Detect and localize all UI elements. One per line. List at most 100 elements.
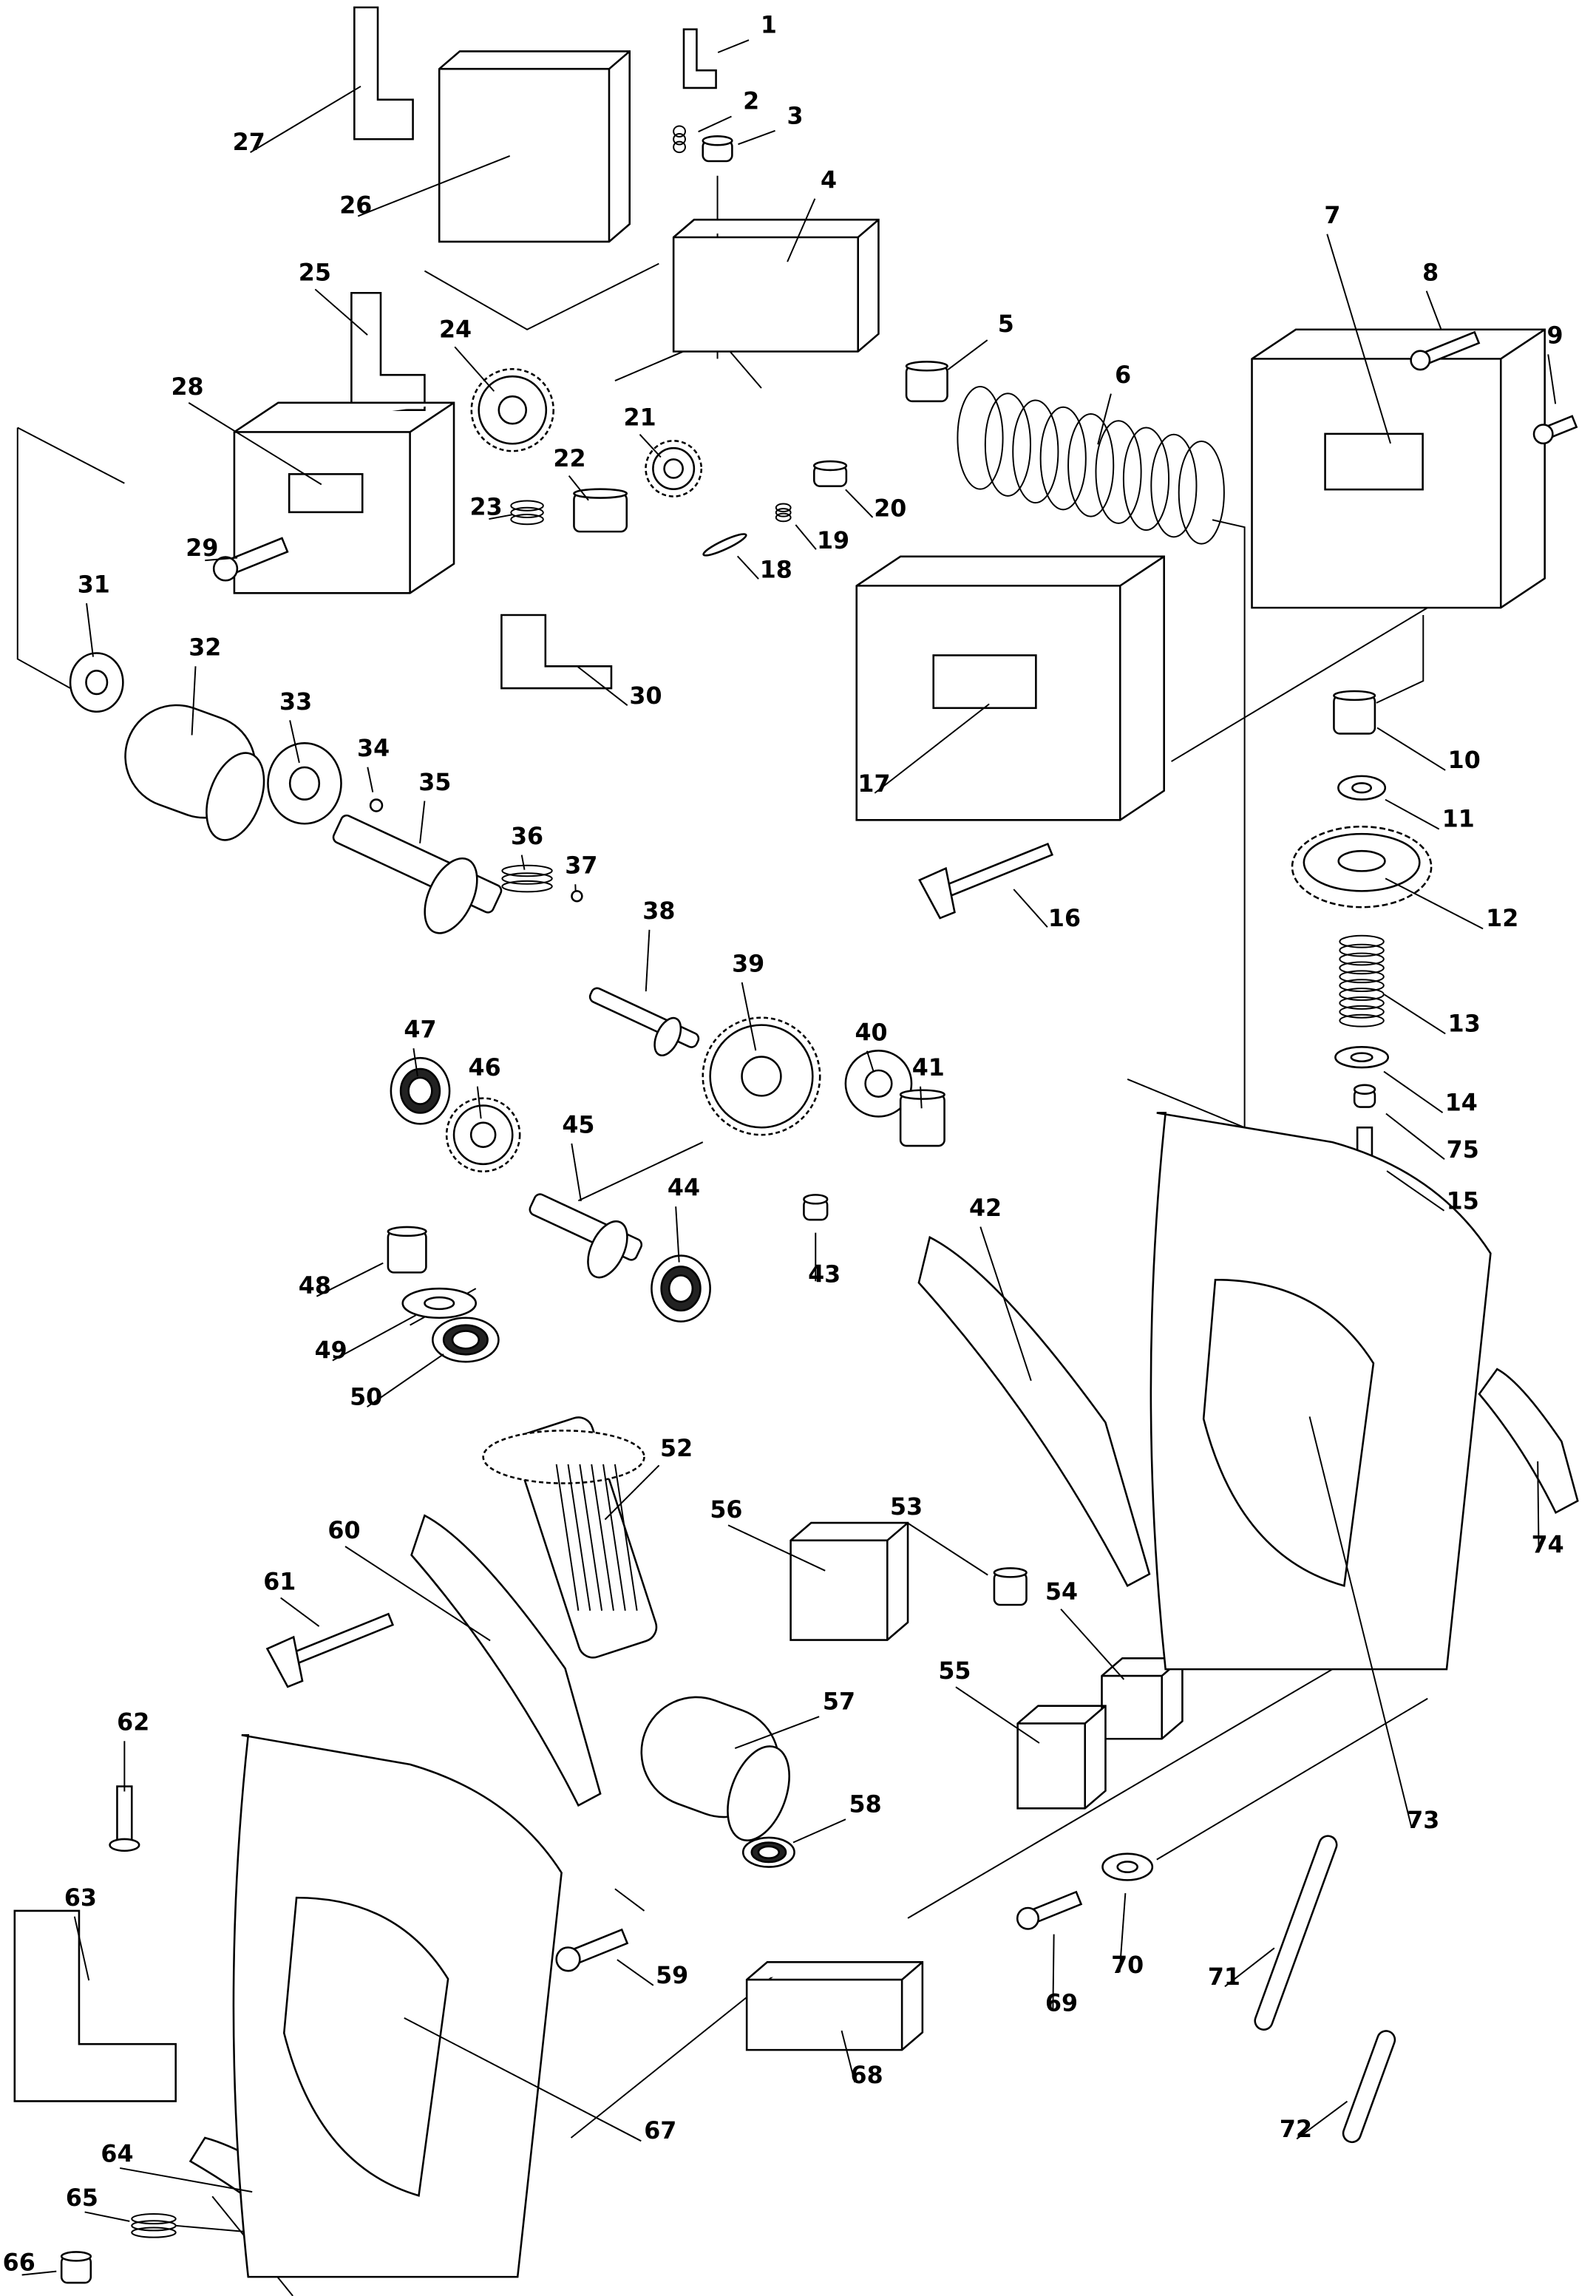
- part-2[interactable]: [673, 125, 686, 154]
- part-number-label[interactable]: 57: [823, 1689, 855, 1716]
- part-number-label[interactable]: 3: [787, 103, 804, 130]
- part-47[interactable]: [390, 1056, 451, 1125]
- part-number-label[interactable]: 52: [660, 1436, 693, 1462]
- part-52[interactable]: [482, 1413, 660, 1661]
- part-73[interactable]: [1150, 1112, 1492, 1671]
- part-number-label[interactable]: 18: [760, 557, 792, 584]
- part-46[interactable]: [445, 1097, 521, 1172]
- part-3[interactable]: [702, 135, 733, 163]
- part-69[interactable]: [1016, 1890, 1083, 1930]
- part-number-label[interactable]: 7: [1324, 203, 1340, 229]
- part-45[interactable]: [528, 1192, 643, 1283]
- part-number-label[interactable]: 15: [1447, 1188, 1479, 1215]
- part-number-label[interactable]: 49: [315, 1337, 347, 1364]
- part-21[interactable]: [645, 440, 703, 497]
- part-number-label[interactable]: 11: [1442, 806, 1475, 832]
- part-14[interactable]: [1334, 1046, 1390, 1069]
- part-number-label[interactable]: 25: [299, 260, 331, 287]
- part-number-label[interactable]: 20: [874, 495, 906, 522]
- part-number-label[interactable]: 75: [1447, 1137, 1479, 1164]
- part-53[interactable]: [993, 1567, 1028, 1606]
- part-13[interactable]: [1339, 934, 1385, 1028]
- part-70[interactable]: [1101, 1852, 1154, 1881]
- part-number-label[interactable]: 58: [849, 1791, 882, 1818]
- part-number-label[interactable]: 72: [1280, 2116, 1312, 2143]
- part-36[interactable]: [501, 864, 553, 893]
- part-number-label[interactable]: 71: [1208, 1964, 1240, 1991]
- part-27[interactable]: [353, 6, 414, 140]
- part-16[interactable]: [918, 842, 1054, 920]
- part-number-label[interactable]: 24: [439, 317, 472, 344]
- part-25[interactable]: [350, 291, 426, 411]
- part-72[interactable]: [1341, 2028, 1398, 2144]
- part-number-label[interactable]: 70: [1111, 1952, 1144, 1979]
- part-12[interactable]: [1291, 825, 1433, 908]
- part-number-label[interactable]: 65: [66, 2185, 98, 2212]
- part-9[interactable]: [1532, 415, 1578, 445]
- part-65[interactable]: [131, 2212, 177, 2238]
- part-62[interactable]: [109, 1785, 140, 1852]
- part-61[interactable]: [265, 1612, 395, 1688]
- part-number-label[interactable]: 41: [912, 1055, 945, 1081]
- part-number-label[interactable]: 50: [350, 1385, 382, 1411]
- part-number-label[interactable]: 73: [1407, 1807, 1439, 1834]
- part-number-label[interactable]: 56: [710, 1497, 742, 1524]
- part-number-label[interactable]: 44: [668, 1175, 700, 1201]
- part-number-label[interactable]: 36: [511, 823, 543, 850]
- part-number-label[interactable]: 14: [1445, 1090, 1478, 1117]
- part-number-label[interactable]: 12: [1486, 906, 1518, 932]
- part-number-label[interactable]: 30: [629, 683, 662, 710]
- part-number-label[interactable]: 4: [821, 168, 837, 194]
- part-48[interactable]: [387, 1226, 427, 1274]
- part-11[interactable]: [1337, 775, 1387, 801]
- part-number-label[interactable]: 39: [732, 951, 764, 977]
- part-49[interactable]: [401, 1287, 478, 1319]
- part-10[interactable]: [1333, 690, 1376, 735]
- part-number-label[interactable]: 33: [279, 689, 312, 716]
- part-17[interactable]: [855, 555, 1165, 821]
- part-number-label[interactable]: 32: [189, 635, 221, 662]
- part-19[interactable]: [775, 503, 792, 523]
- part-number-label[interactable]: 37: [565, 853, 597, 880]
- part-74[interactable]: [1478, 1368, 1579, 1514]
- part-4[interactable]: [672, 218, 880, 353]
- part-number-label[interactable]: 17: [858, 771, 890, 798]
- part-number-label[interactable]: 67: [644, 2118, 676, 2144]
- part-number-label[interactable]: 43: [808, 1261, 841, 1288]
- part-number-label[interactable]: 9: [1547, 323, 1563, 350]
- part-number-label[interactable]: 69: [1045, 1991, 1078, 2017]
- part-54[interactable]: [1101, 1657, 1184, 1740]
- part-number-label[interactable]: 10: [1448, 747, 1481, 774]
- part-1[interactable]: [682, 28, 717, 89]
- part-number-label[interactable]: 28: [171, 374, 203, 401]
- part-number-label[interactable]: 5: [998, 311, 1014, 338]
- part-number-label[interactable]: 27: [233, 129, 265, 156]
- part-34[interactable]: [369, 798, 384, 812]
- part-58[interactable]: [741, 1836, 795, 1868]
- part-number-label[interactable]: 34: [357, 736, 390, 762]
- part-7[interactable]: [1251, 328, 1546, 609]
- part-number-label[interactable]: 40: [855, 1020, 887, 1047]
- part-63[interactable]: [13, 1909, 177, 2102]
- part-31[interactable]: [69, 652, 124, 713]
- part-67[interactable]: [232, 1733, 563, 2278]
- part-number-label[interactable]: 1: [761, 13, 777, 39]
- part-56[interactable]: [789, 1521, 909, 1641]
- part-75[interactable]: [1353, 1084, 1376, 1108]
- part-number-label[interactable]: 47: [404, 1017, 436, 1044]
- part-28[interactable]: [233, 401, 455, 594]
- part-number-label[interactable]: 59: [656, 1963, 688, 1989]
- part-66[interactable]: [60, 2251, 92, 2284]
- part-number-label[interactable]: 38: [642, 898, 675, 925]
- part-number-label[interactable]: 26: [339, 192, 372, 219]
- part-22[interactable]: [573, 488, 628, 533]
- part-26[interactable]: [438, 50, 631, 243]
- part-number-label[interactable]: 64: [101, 2142, 133, 2168]
- part-number-label[interactable]: 42: [969, 1195, 1002, 1222]
- part-number-label[interactable]: 63: [64, 1885, 97, 1912]
- part-number-label[interactable]: 21: [624, 405, 656, 432]
- part-8[interactable]: [1410, 330, 1481, 371]
- part-number-label[interactable]: 60: [327, 1518, 360, 1544]
- part-41[interactable]: [899, 1089, 945, 1147]
- part-number-label[interactable]: 19: [817, 528, 849, 554]
